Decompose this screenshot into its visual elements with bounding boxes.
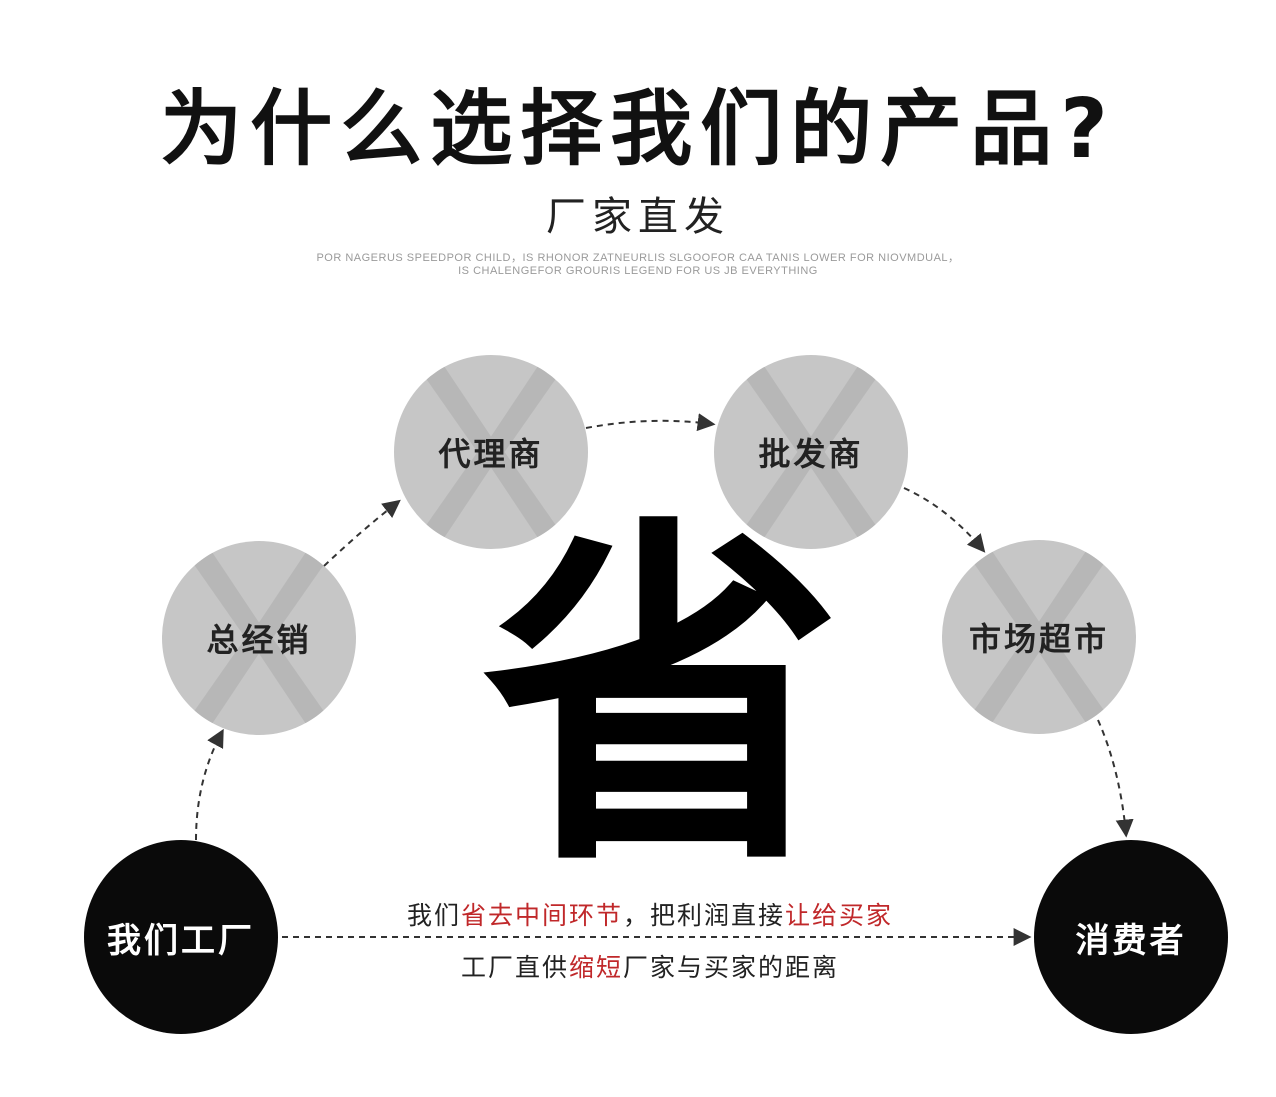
caption-line-1-highlight-2: 让给买家 bbox=[785, 901, 894, 930]
caption-line-2: 工厂直供缩短厂家与买家的距离 bbox=[280, 948, 1020, 984]
node-factory-label: 我们工厂 bbox=[107, 920, 255, 961]
x-watermark-icon bbox=[957, 540, 1121, 734]
caption-line-2-highlight: 缩短 bbox=[568, 953, 623, 982]
node-agent-label: 代理商 bbox=[438, 435, 544, 473]
caption-line-1-part-2: ，把利润直接 bbox=[623, 901, 786, 930]
node-agent: 代理商 bbox=[394, 355, 588, 549]
tagline-line-1: POR NAGERUS SPEEDPOR CHILD，IS RHONOR ZAT… bbox=[316, 252, 960, 264]
x-watermark-icon bbox=[409, 355, 573, 549]
node-consumer: 消费者 bbox=[1034, 840, 1228, 1034]
node-wholesaler-label: 批发商 bbox=[758, 435, 864, 473]
node-general-distributor: 总经销 bbox=[162, 541, 356, 735]
caption-line-1-highlight-1: 省去中间环节 bbox=[460, 901, 623, 930]
node-consumer-label: 消费者 bbox=[1075, 920, 1187, 961]
page-title: 为什么选择我们的产品? bbox=[160, 82, 1116, 177]
page-subtitle: 厂家直发 bbox=[546, 194, 730, 240]
caption-line-1-part-1: 我们 bbox=[406, 901, 461, 930]
caption-line-1: 我们省去中间环节，把利润直接让给买家 bbox=[280, 896, 1020, 932]
node-factory: 我们工厂 bbox=[84, 840, 278, 1034]
caption-line-2-part-2: 厂家与买家的距离 bbox=[623, 953, 840, 982]
arrow-factory-to-distributor bbox=[195, 728, 224, 841]
node-supermarket-label: 市场超市 bbox=[968, 620, 1109, 658]
node-wholesaler: 批发商 bbox=[714, 355, 908, 549]
x-watermark-icon bbox=[177, 541, 341, 735]
caption-line-2-part-1: 工厂直供 bbox=[460, 953, 569, 982]
node-general-distributor-label: 总经销 bbox=[206, 621, 312, 659]
node-supermarket: 市场超市 bbox=[942, 540, 1136, 734]
x-watermark-icon bbox=[729, 355, 893, 549]
center-save-character: 省 bbox=[482, 490, 842, 909]
arrow-distributor-to-agent bbox=[323, 499, 401, 567]
arrow-supermarket-to-consumer bbox=[1097, 719, 1134, 838]
tagline-line-2: IS CHALENGEFOR GROURIS LEGEND FOR US JB … bbox=[458, 265, 818, 277]
arrow-agent-to-wholesaler bbox=[585, 413, 716, 432]
